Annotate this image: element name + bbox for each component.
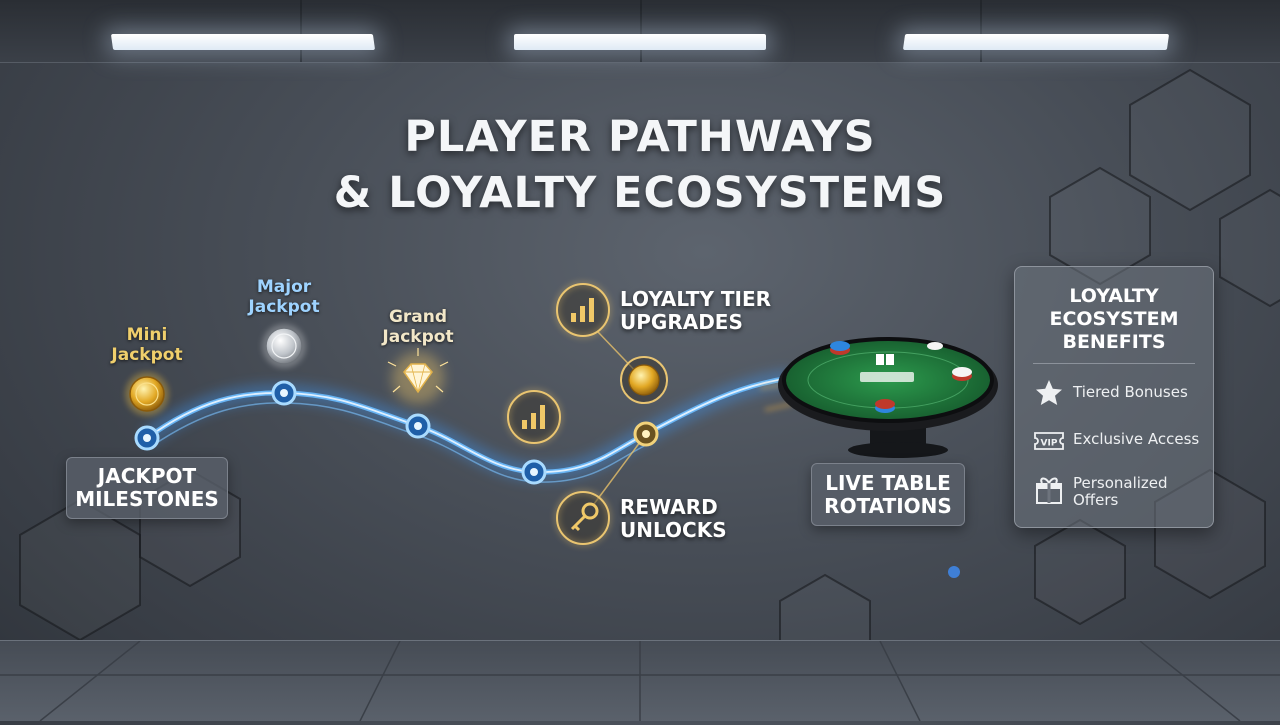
jackpot-milestones-label: JACKPOT MILESTONES (66, 457, 228, 519)
major-jackpot-line-2: Jackpot (248, 297, 320, 317)
mini-jackpot-line-1: Mini (126, 325, 168, 345)
loyalty-tier-line-1: LOYALTY TIER (620, 287, 772, 311)
coin-icon (620, 356, 668, 404)
key-icon (554, 489, 612, 547)
grand-jackpot-line-2: Jackpot (382, 327, 454, 347)
grand-jackpot-line-1: Grand (388, 307, 448, 327)
floor-tiles (0, 640, 1280, 722)
loyalty-benefits-panel: LOYALTY ECOSYSTEM BENEFITS Tiered Bonuse… (1014, 266, 1214, 528)
benefit-label-line-1: Personalized (1073, 474, 1168, 492)
major-jackpot-label: Major Jackpot (234, 277, 334, 317)
path-node-gold (633, 421, 659, 447)
ceiling-seam (300, 0, 302, 62)
benefits-title-line-3: BENEFITS (1062, 331, 1166, 353)
floor (0, 640, 1280, 722)
mini-jackpot-line-2: Jackpot (111, 345, 183, 365)
star-icon (1036, 380, 1062, 405)
path-node (521, 459, 547, 485)
ceiling-light-center (514, 34, 766, 50)
loyalty-tier-upgrades-label: LOYALTY TIER UPGRADES (620, 288, 771, 334)
benefit-item-exclusive-access: VIP Exclusive Access (1033, 425, 1209, 465)
reward-line-1: REWARD (620, 495, 718, 519)
gift-icon (1036, 477, 1062, 504)
path-node (134, 425, 160, 451)
poker-table-illustration (759, 337, 998, 458)
benefit-label-line-2: Offers (1073, 491, 1119, 509)
benefits-panel-title: LOYALTY ECOSYSTEM BENEFITS (1015, 285, 1213, 354)
benefits-title-line-2: ECOSYSTEM (1049, 308, 1179, 330)
mini-jackpot-label: Mini Jackpot (97, 325, 197, 365)
benefit-label: Exclusive Access (1073, 430, 1200, 448)
live-table-line-1: LIVE TABLE (825, 470, 951, 495)
diamond-icon (387, 348, 449, 404)
major-jackpot-line-1: Major (256, 277, 312, 297)
vip-icon: VIP (1034, 432, 1064, 450)
svg-text:VIP: VIP (1041, 439, 1058, 449)
path-node (405, 413, 431, 439)
benefit-item-tiered-bonuses: Tiered Bonuses (1033, 379, 1209, 419)
milestones-line-2: MILESTONES (75, 487, 219, 511)
gold-coin-icon (125, 372, 169, 416)
benefit-label: Tiered Bonuses (1073, 383, 1188, 401)
grand-jackpot-label: Grand Jackpot (368, 307, 468, 347)
panel-divider (1033, 363, 1195, 364)
reward-unlocks-label: REWARD UNLOCKS (620, 496, 727, 542)
silver-coin-icon (262, 324, 306, 368)
ceiling-seam (640, 0, 642, 62)
live-table-line-2: ROTATIONS (824, 493, 952, 518)
ceiling (0, 0, 1280, 63)
live-table-rotations-label: LIVE TABLE ROTATIONS (811, 463, 965, 526)
pager-dot[interactable] (948, 566, 960, 578)
benefit-item-personalized-offers: Personalized Offers (1033, 473, 1209, 513)
benefits-title-line-1: LOYALTY (1069, 285, 1159, 307)
page-title-line-2: & LOYALTY ECOSYSTEMS (333, 168, 947, 218)
bar-chart-icon (554, 281, 612, 339)
reward-line-2: UNLOCKS (620, 518, 727, 542)
hexagon-pattern (19, 68, 1280, 640)
path-node (271, 380, 297, 406)
ceiling-seam (980, 0, 982, 62)
bar-chart-icon (505, 388, 563, 446)
page-title-line-1: PLAYER PATHWAYS (404, 112, 876, 162)
loyalty-tier-line-2: UPGRADES (620, 310, 743, 334)
milestones-line-1: JACKPOT (97, 464, 197, 488)
